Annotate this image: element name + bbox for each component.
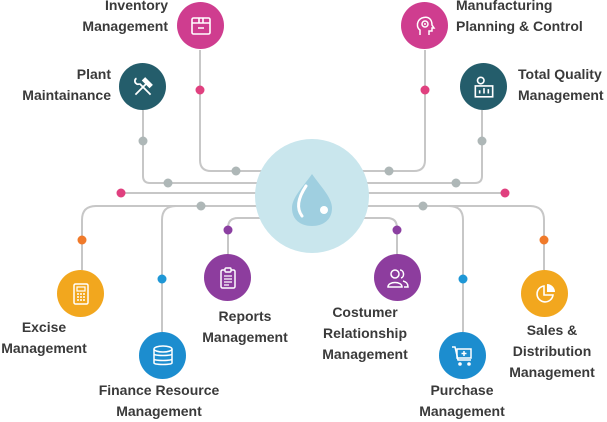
sales-node[interactable] [521,270,568,317]
connector-dot [500,188,510,198]
users-icon [386,268,409,288]
connector-dot [163,178,173,188]
finance-node[interactable] [139,332,186,379]
quality-chart-icon [474,75,493,98]
connector-dot [451,178,461,188]
box-icon [190,16,211,35]
excise-node[interactable] [57,270,104,317]
reports-node[interactable] [204,254,251,301]
connector-dot [420,85,430,95]
connector-dot [157,274,167,284]
calculator-icon [72,282,89,305]
connector-dot [77,235,87,245]
gear-head-icon [416,16,435,35]
connector-dot [384,166,394,176]
connector-dot [231,166,241,176]
crm-node[interactable] [374,254,421,301]
connector-dot [195,85,205,95]
connector-dot [116,188,126,198]
droplet-logo-icon [292,174,332,226]
connector-dot [418,201,428,211]
manufacturing-node[interactable] [401,2,448,49]
connector-dot [477,136,487,146]
pie-chart-icon [535,283,555,303]
coins-icon [152,344,173,365]
connector-dot [223,225,233,235]
tools-icon [133,76,153,95]
clipboard-icon [219,266,236,289]
connector-dot [392,225,402,235]
connector-dot [138,136,148,146]
connector-dot [539,235,549,245]
cart-icon [451,345,472,366]
connector-dot [196,201,206,211]
quality-node[interactable] [460,63,507,110]
inventory-node[interactable] [177,2,224,49]
plant-node[interactable] [119,63,166,110]
purchase-node[interactable] [439,332,486,379]
connector-dot [458,274,468,284]
